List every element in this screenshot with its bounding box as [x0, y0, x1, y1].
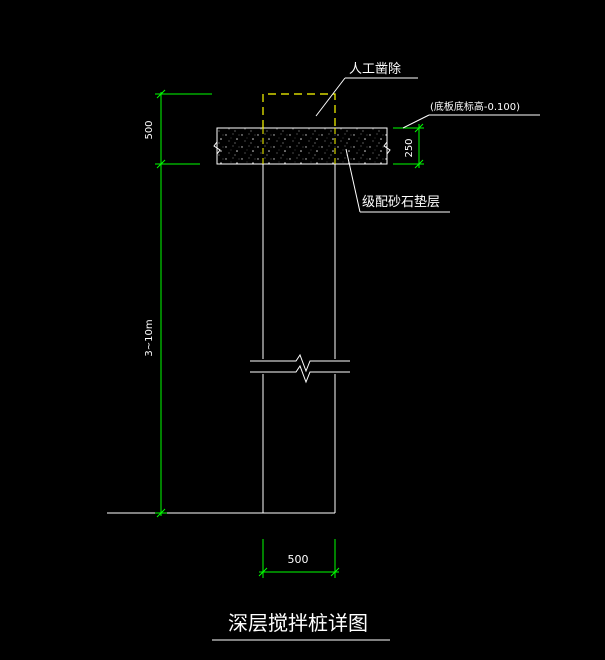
dimension-width-label: 500 — [288, 553, 309, 566]
gravel-thickness-dimension — [393, 123, 424, 169]
pile-break-symbol — [250, 353, 350, 384]
gravel-leader — [345, 148, 450, 213]
pile-head-removal-outline — [262, 93, 336, 128]
gravel-cushion-layer — [216, 127, 388, 165]
elevation-leader — [402, 114, 540, 129]
label-gravel-cushion: 级配砂石垫层 — [362, 194, 440, 210]
pile-width-dimension — [258, 539, 340, 578]
label-manual-removal: 人工凿除 — [349, 62, 401, 77]
left-dimension-chain — [155, 89, 212, 518]
dimension-gravel-label: 250 — [404, 138, 415, 157]
dimension-top-label: 500 — [144, 120, 155, 139]
right-break-mark — [383, 141, 391, 155]
label-slab-elevation: (底板底标高-0.100) — [430, 100, 520, 113]
drawing-title: 深层搅拌桩详图 — [228, 611, 368, 635]
dimension-length-label: 3~10m — [144, 319, 155, 356]
left-break-mark — [213, 141, 221, 155]
removal-leader — [315, 77, 418, 117]
